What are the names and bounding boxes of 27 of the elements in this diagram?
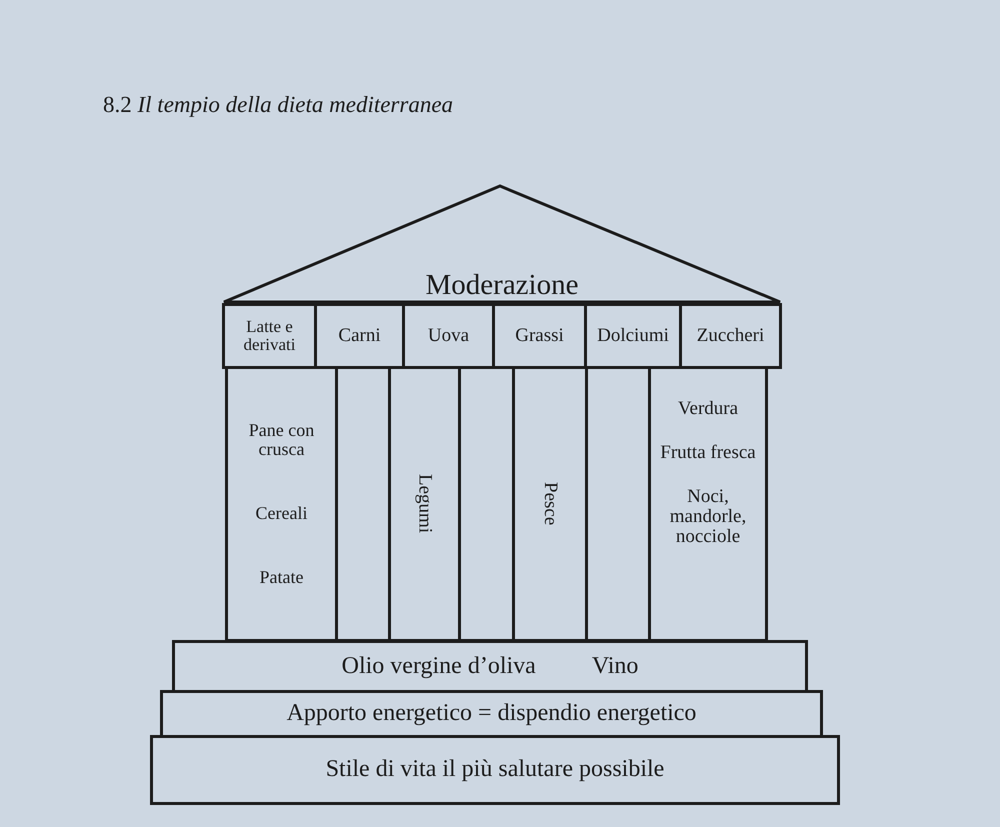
step-label: Stile di vita il più salutare possibile bbox=[326, 757, 664, 783]
entablature-cell bbox=[222, 303, 317, 369]
base-step bbox=[150, 735, 840, 805]
food-label: Noci, mandorle, nocciole bbox=[668, 486, 748, 547]
entablature-cell bbox=[679, 303, 782, 369]
food-label: Frutta fresca bbox=[660, 442, 756, 463]
base-step bbox=[172, 640, 808, 693]
food-label: Carni bbox=[338, 326, 381, 346]
food-label: Dolciumi bbox=[597, 326, 669, 346]
food-label: Cereali bbox=[256, 504, 308, 523]
food-label: Grassi bbox=[515, 326, 564, 346]
step-label: Olio vergine d’oliva bbox=[342, 654, 536, 680]
food-label: Patate bbox=[260, 568, 304, 587]
figure-title: 8.2 Il tempio della dieta mediterranea bbox=[103, 92, 454, 118]
food-label: Latte e derivati bbox=[242, 318, 296, 354]
step-label: Vino bbox=[592, 654, 638, 680]
column bbox=[648, 366, 768, 642]
food-label: Verdura bbox=[678, 399, 738, 419]
food-label: Legumi bbox=[414, 474, 434, 534]
roof-label: Moderazione bbox=[426, 270, 578, 300]
step-label: Apporto energetico = dispendio energetico bbox=[286, 701, 696, 727]
food-label: Pesce bbox=[540, 482, 560, 526]
food-label: Uova bbox=[428, 326, 470, 346]
food-label: Pane con crusca bbox=[248, 421, 316, 460]
base-step bbox=[160, 690, 823, 738]
food-label: Zuccheri bbox=[696, 326, 764, 346]
column bbox=[225, 366, 338, 642]
